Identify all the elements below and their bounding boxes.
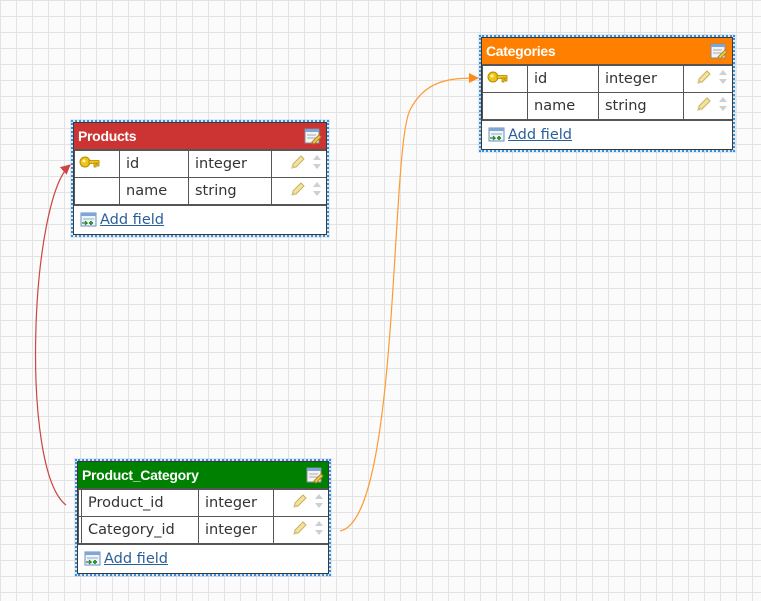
categories-table-header[interactable]: Categories xyxy=(482,38,732,65)
edit-field-icon[interactable] xyxy=(290,181,306,201)
add-field-row: Add field xyxy=(78,544,328,573)
edit-field-icon[interactable] xyxy=(696,96,712,116)
field-type[interactable]: string xyxy=(598,92,684,120)
edit-field-icon[interactable] xyxy=(696,69,712,89)
field-name[interactable]: id xyxy=(119,150,189,178)
field-name[interactable]: name xyxy=(119,177,189,205)
field-type[interactable]: integer xyxy=(198,516,274,544)
categories-fields: id integer name string xyxy=(482,65,732,120)
add-field-row: Add field xyxy=(482,120,732,149)
field-type[interactable]: integer xyxy=(198,489,274,517)
edit-field-icon[interactable] xyxy=(290,154,306,174)
categories-table[interactable]: Categories xyxy=(479,35,735,152)
field-row[interactable]: Category_id integer xyxy=(78,516,328,544)
field-type[interactable]: string xyxy=(188,177,272,205)
table-title: Categories xyxy=(486,43,556,59)
primary-key-cell xyxy=(482,92,528,120)
key-icon xyxy=(487,71,509,90)
product-category-table-header[interactable]: Product_Category xyxy=(78,462,328,489)
edit-table-icon[interactable] xyxy=(710,42,728,60)
table-title: Products xyxy=(78,128,137,144)
product-category-table[interactable]: Product_Category Product_id integer xyxy=(75,459,331,576)
edit-table-icon[interactable] xyxy=(304,127,322,145)
products-table[interactable]: Products xyxy=(71,120,329,237)
product-category-fields: Product_id integer Category_id xyxy=(78,489,328,544)
primary-key-cell xyxy=(482,65,528,93)
add-field-row: Add field xyxy=(74,205,326,234)
field-actions xyxy=(683,92,732,120)
add-field-icon[interactable] xyxy=(488,127,506,143)
primary-key-cell xyxy=(74,150,120,178)
products-fields: id integer name string xyxy=(74,150,326,205)
primary-key-cell xyxy=(74,177,120,205)
field-row[interactable]: name string xyxy=(482,92,732,120)
reorder-arrows-icon[interactable] xyxy=(312,154,322,174)
field-row[interactable]: name string xyxy=(74,177,326,205)
field-actions xyxy=(271,177,326,205)
field-row[interactable]: id integer xyxy=(482,65,732,93)
reorder-arrows-icon[interactable] xyxy=(718,96,728,116)
add-field-link[interactable]: Add field xyxy=(100,212,164,228)
relation-product-id-to-products-id xyxy=(34,164,71,506)
field-actions xyxy=(273,516,328,544)
products-table-header[interactable]: Products xyxy=(74,123,326,150)
table-title: Product_Category xyxy=(82,467,199,483)
add-field-link[interactable]: Add field xyxy=(508,127,572,143)
reorder-arrows-icon[interactable] xyxy=(314,493,324,513)
field-name[interactable]: id xyxy=(527,65,599,93)
add-field-icon[interactable] xyxy=(84,551,102,567)
field-name[interactable]: name xyxy=(527,92,599,120)
field-actions xyxy=(271,150,326,178)
reorder-arrows-icon[interactable] xyxy=(314,520,324,540)
field-type[interactable]: integer xyxy=(188,150,272,178)
field-actions xyxy=(683,65,732,93)
field-name[interactable]: Product_id xyxy=(81,489,199,517)
edit-table-icon[interactable] xyxy=(306,466,324,484)
field-row[interactable]: Product_id integer xyxy=(78,489,328,517)
key-icon xyxy=(79,156,101,175)
field-type[interactable]: integer xyxy=(598,65,684,93)
field-name[interactable]: Category_id xyxy=(81,516,199,544)
reorder-arrows-icon[interactable] xyxy=(718,69,728,89)
reorder-arrows-icon[interactable] xyxy=(312,181,322,201)
relation-category-id-to-categories-id xyxy=(339,73,479,532)
field-row[interactable]: id integer xyxy=(74,150,326,178)
edit-field-icon[interactable] xyxy=(292,493,308,513)
add-field-link[interactable]: Add field xyxy=(104,551,168,567)
add-field-icon[interactable] xyxy=(80,212,98,228)
edit-field-icon[interactable] xyxy=(292,520,308,540)
field-actions xyxy=(273,489,328,517)
